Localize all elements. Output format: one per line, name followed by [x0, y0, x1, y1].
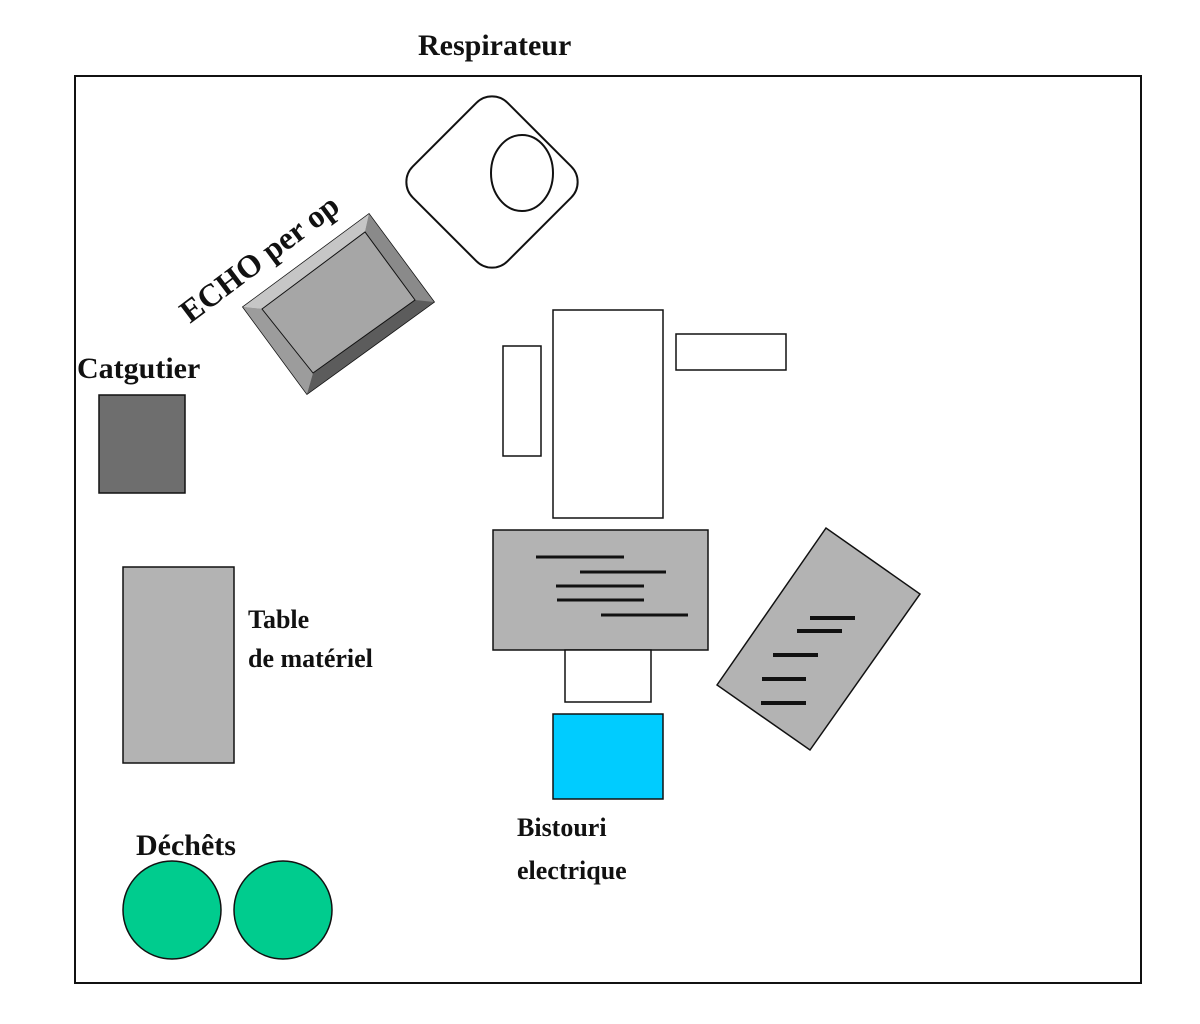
electric-scalpel-label-line2: electrique	[517, 856, 627, 885]
respirator-circle	[490, 134, 554, 212]
catgutier-label: Catgutier	[77, 352, 201, 385]
respirator-label: Respirateur	[418, 29, 572, 62]
echo-device-shape	[241, 212, 436, 396]
electric-scalpel-label-line1: Bistouri	[517, 813, 607, 842]
waste-bin-right	[233, 860, 333, 960]
material-table-label-line1: Table	[248, 605, 310, 634]
instrument-table	[492, 529, 709, 651]
waste-label: Déchêts	[136, 829, 236, 862]
left-arm-board	[502, 345, 542, 457]
electric-scalpel-unit	[552, 713, 664, 800]
waste-bin-left	[122, 860, 222, 960]
material-table-label-line2: de matériel	[248, 644, 373, 673]
operating-table	[552, 309, 664, 519]
catgutier-cabinet	[98, 394, 186, 494]
right-arm-board	[675, 333, 787, 371]
respirator-shape	[405, 95, 579, 269]
rotated-cart	[715, 526, 922, 752]
material-table	[122, 566, 235, 764]
small-stand	[564, 649, 652, 703]
